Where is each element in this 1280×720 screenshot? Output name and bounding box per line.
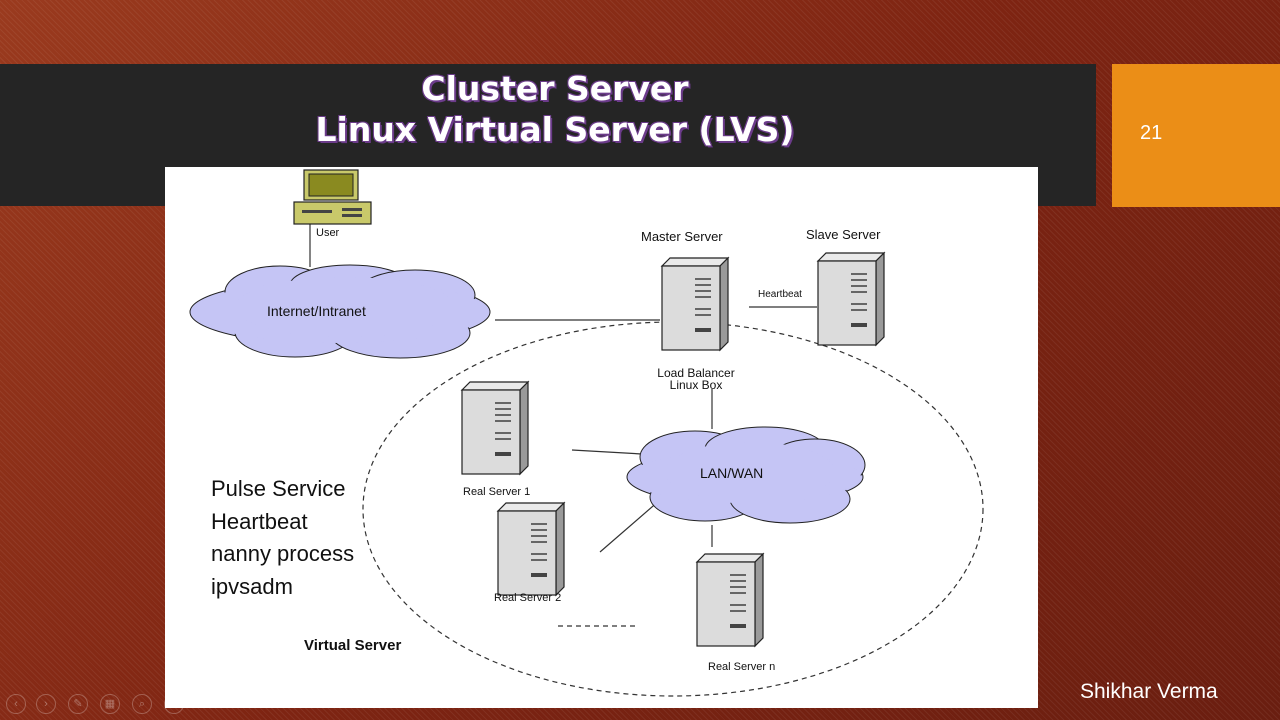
real-server-2-label: Real Server 2 xyxy=(494,592,562,604)
previous-icon[interactable]: ‹ xyxy=(6,694,26,714)
real-server-2-icon xyxy=(497,502,565,596)
title-line-2: Linux Virtual Server (LVS) xyxy=(315,110,795,149)
slave-server-label: Slave Server xyxy=(806,227,881,242)
slides-icon[interactable]: ▦ xyxy=(100,694,120,714)
virtual-server-label: Virtual Server xyxy=(304,637,402,654)
zoom-icon[interactable]: ⌕ xyxy=(132,694,152,714)
more-icon[interactable]: … xyxy=(164,694,184,714)
bullet-item: Heartbeat xyxy=(211,508,308,534)
user-label: User xyxy=(316,227,340,239)
author-name: Shikhar Verma xyxy=(1080,680,1218,703)
title-line-1: Cluster Server xyxy=(421,69,689,108)
internet-label: Internet/Intranet xyxy=(267,303,366,319)
bullet-item: nanny process xyxy=(211,541,355,566)
bullet-list: Pulse Service Heartbeat nanny process ip… xyxy=(211,473,354,603)
real-server-n-icon xyxy=(696,553,764,647)
next-icon[interactable]: › xyxy=(36,694,56,714)
load-balancer-label: Load Balancer Linux Box xyxy=(646,367,746,391)
load-balancer-line-1: Load Balancer xyxy=(657,366,735,380)
link-rs1-lan xyxy=(571,449,643,455)
bullet-item: Pulse Service xyxy=(211,476,346,501)
slide-number: 21 xyxy=(1140,122,1163,144)
computer-icon xyxy=(293,169,372,225)
master-server-label: Master Server xyxy=(641,229,723,244)
lanwan-cloud xyxy=(626,426,866,524)
diagram-panel: User Internet/Intranet Master Server Sla… xyxy=(165,167,1038,708)
heartbeat-label: Heartbeat xyxy=(758,289,802,300)
lanwan-label: LAN/WAN xyxy=(700,465,764,481)
bullet-item: ipvsadm xyxy=(211,573,293,599)
slave-server-icon xyxy=(817,252,885,346)
real-server-n-label: Real Server n xyxy=(708,661,776,673)
lvs-diagram xyxy=(189,169,984,697)
internet-cloud xyxy=(189,264,491,359)
slide-title: Cluster Server Linux Virtual Server (LVS… xyxy=(0,68,1110,150)
slide-number-box: 21 xyxy=(1112,64,1280,207)
load-balancer-line-2: Linux Box xyxy=(669,378,723,392)
real-server-1-icon xyxy=(461,381,529,475)
master-server-icon xyxy=(661,257,729,351)
real-server-1-label: Real Server 1 xyxy=(463,486,531,498)
link-rs2-lan xyxy=(599,499,661,553)
pen-icon[interactable]: ✎ xyxy=(68,694,88,714)
